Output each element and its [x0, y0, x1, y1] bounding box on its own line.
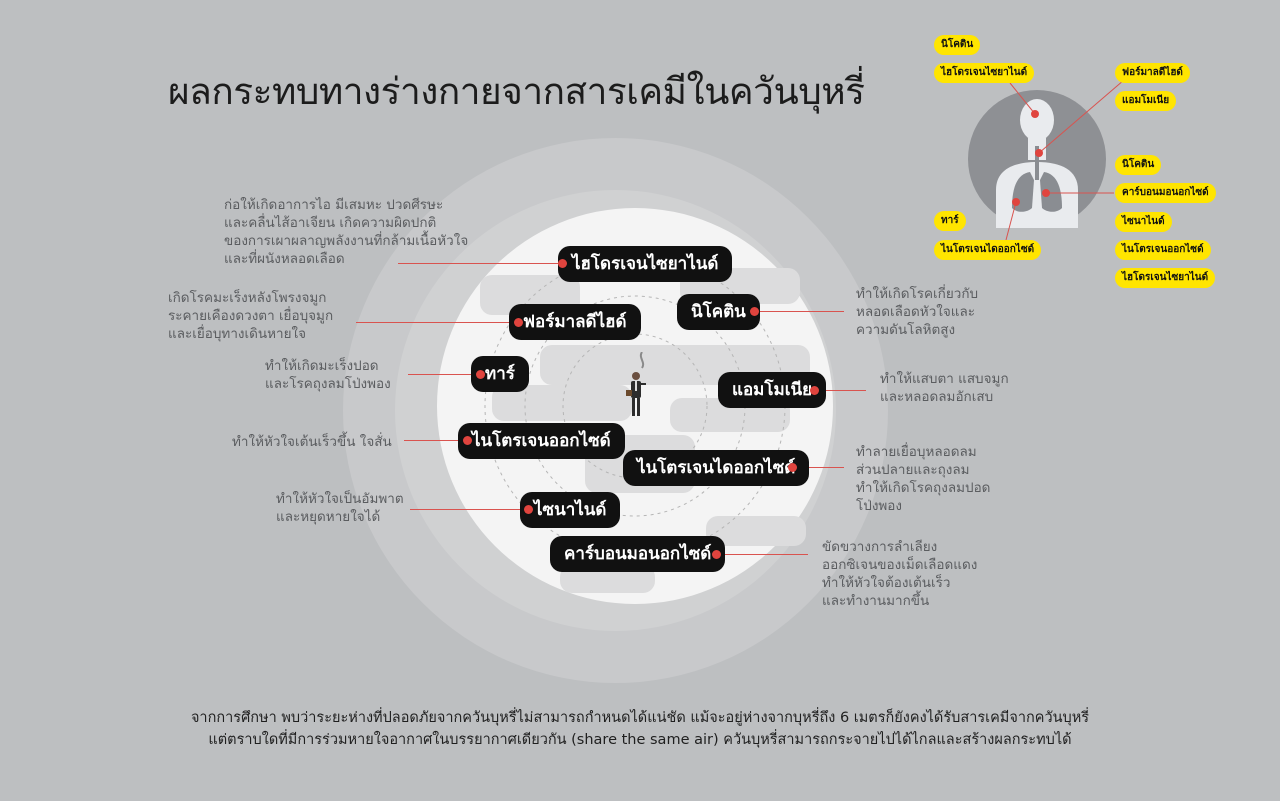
desc-line: ทำให้เกิดโรคเกี่ยวกับ	[856, 286, 979, 302]
desc-line: และที่ผนังหลอดเลือด	[224, 251, 345, 267]
desc-line: ทำให้หัวใจเต้นเร็วขึ้น ใจสั่น	[232, 434, 392, 450]
desc-line: และโรคถุงลมโป่งพอง	[265, 376, 391, 392]
desc-line: หลอดเลือดหัวใจและ	[856, 304, 976, 320]
connector-line	[792, 467, 844, 468]
desc-line: ส่วนปลายและถุงลม	[856, 462, 970, 478]
chemical-pill-ammonia: แอมโมเนีย	[718, 372, 827, 408]
pill-dot	[788, 463, 797, 472]
pill-dot	[524, 505, 533, 514]
desc-line: ทำลายเยื่อบุหลอดลม	[856, 444, 977, 460]
body-tag: แอมโมเนีย	[1115, 91, 1177, 111]
connector-line	[410, 509, 528, 510]
body-tag: ไฮโดรเจนไซยาไนด์	[1115, 268, 1216, 288]
body-tag: ไนโตรเจนออกไซด์	[1115, 240, 1211, 260]
connector-line	[716, 554, 808, 555]
effect-description-no2: ทำลายเยื่อบุหลอดลม ส่วนปลายและถุงลม ทำให…	[856, 443, 990, 515]
desc-line: ทำให้เกิดมะเร็งปอด	[265, 358, 379, 374]
desc-line: ระคายเคืองดวงตา เยื่อบุจมูก	[168, 308, 334, 324]
connector-line	[754, 311, 844, 312]
smoking-man-icon	[626, 352, 646, 416]
desc-line: ทำให้หัวใจต้องเต้นเร็ว	[822, 575, 951, 591]
desc-line: โป่งพอง	[856, 498, 903, 514]
pill-dot	[810, 386, 819, 395]
desc-line: และคลื่นไส้อาเจียน เกิดความผิดปกติ	[224, 215, 437, 231]
pill-dot	[514, 318, 523, 327]
body-tag: ทาร์	[934, 211, 966, 231]
chemical-pill-nicotine: นิโคติน	[677, 294, 760, 330]
desc-line: และเยื่อบุทางเดินหายใจ	[168, 326, 306, 342]
page-title: ผลกระทบทางร่างกายจากสารเคมีในควันบุหรี่	[168, 70, 865, 113]
body-tag: ฟอร์มาลดีไฮด์	[1115, 63, 1190, 83]
chemical-pill-no: ไนโตรเจนออกไซด์	[458, 423, 625, 459]
chemical-pill-no2: ไนโตรเจนไดออกไซด์	[623, 450, 810, 486]
pill-dot	[558, 259, 567, 268]
chemical-pill-cyanide: ไซนาไนด์	[520, 492, 621, 528]
pill-dot	[463, 436, 472, 445]
desc-line: ก่อให้เกิดอาการไอ มีเสมหะ ปวดศีรษะ	[224, 197, 444, 213]
connector-line	[356, 322, 518, 323]
pill-dot	[712, 550, 721, 559]
desc-line: และหยุดหายใจได้	[276, 509, 381, 525]
footer-line: จากการศึกษา พบว่าระยะห่างที่ปลอดภัยจากคว…	[190, 710, 1090, 726]
effect-description-tar: ทำให้เกิดมะเร็งปอด และโรคถุงลมโป่งพอง	[265, 357, 391, 393]
desc-line: ทำให้หัวใจเป็นอัมพาต	[276, 491, 404, 507]
connector-line	[404, 440, 466, 441]
desc-line: ความดันโลหิตสูง	[856, 322, 956, 338]
effect-description-nicotine: ทำให้เกิดโรคเกี่ยวกับ หลอดเลือดหัวใจและ …	[856, 285, 978, 339]
effect-description-ammonia: ทำให้แสบตา แสบจมูก และหลอดลมอักเสบ	[880, 370, 1009, 406]
body-tag: นิโคติน	[1115, 155, 1162, 175]
effect-description-co: ขัดขวางการลำเลียง ออกซิเจนของเม็ดเลือดแด…	[822, 538, 977, 610]
effect-description-no: ทำให้หัวใจเต้นเร็วขึ้น ใจสั่น	[232, 433, 392, 451]
pill-dot	[750, 307, 759, 316]
desc-line: และทำงานมากขึ้น	[822, 593, 930, 609]
desc-line: ขัดขวางการลำเลียง	[822, 539, 938, 555]
footer-line: แต่ตราบใดที่มีการร่วมหายใจอากาศในบรรยากา…	[208, 732, 1072, 748]
chemical-pill-co: คาร์บอนมอนอกไซด์	[550, 536, 726, 572]
body-tag: ไฮโดรเจนไซยาไนด์	[934, 63, 1035, 83]
desc-line: ของการเผาผลาญพลังงานที่กล้ามเนื้อหัวใจ	[224, 233, 469, 249]
effect-description-cyanide: ทำให้หัวใจเป็นอัมพาต และหยุดหายใจได้	[276, 490, 404, 526]
effect-description-formaldehyde: เกิดโรคมะเร็งหลังโพรงจมูก ระคายเคืองดวงต…	[168, 289, 333, 343]
desc-line: และหลอดลมอักเสบ	[880, 389, 994, 405]
body-tag: ไซนาไนด์	[1115, 212, 1172, 232]
connector-line	[398, 263, 562, 264]
desc-line: ทำให้เกิดโรคถุงลมปอด	[856, 480, 991, 496]
pill-dot	[476, 370, 485, 379]
desc-line: ทำให้แสบตา แสบจมูก	[880, 371, 1009, 387]
body-tag: คาร์บอนมอนอกไซด์	[1115, 183, 1216, 203]
chemical-pill-hcn: ไฮโดรเจนไซยาไนด์	[558, 246, 733, 282]
effect-description-hcn: ก่อให้เกิดอาการไอ มีเสมหะ ปวดศีรษะ และคล…	[224, 196, 468, 268]
connector-line	[408, 374, 478, 375]
connector-line	[814, 390, 866, 391]
body-tag: ไนโตรเจนไดออกไซด์	[934, 240, 1042, 260]
desc-line: เกิดโรคมะเร็งหลังโพรงจมูก	[168, 290, 327, 306]
body-tag: นิโคติน	[934, 35, 981, 55]
chemical-pill-formaldehyde: ฟอร์มาลดีไฮด์	[509, 304, 641, 340]
desc-line: ออกซิเจนของเม็ดเลือดแดง	[822, 557, 978, 573]
